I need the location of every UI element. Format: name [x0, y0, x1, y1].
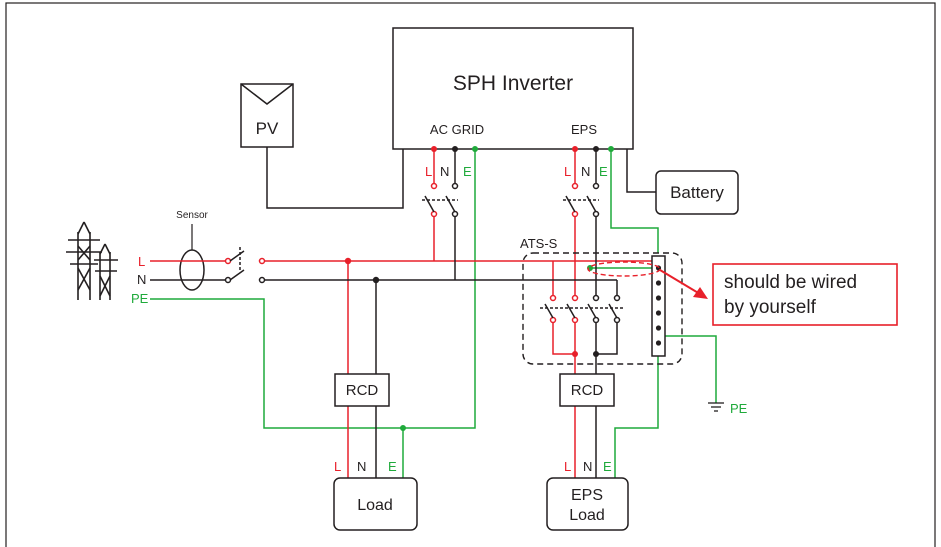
sensor-label: Sensor	[176, 210, 208, 221]
load-left-l-label: L	[334, 459, 341, 474]
pv-panel: PV	[240, 83, 294, 148]
load-right-box	[546, 477, 629, 531]
load-right-l-label: L	[564, 459, 571, 474]
ac-l-label: L	[425, 164, 432, 179]
live-junction	[344, 257, 352, 265]
rcd-left-label: RCD	[346, 382, 379, 399]
load-left-box	[333, 477, 418, 531]
sensor-icon	[179, 249, 205, 291]
note-arrow-head	[693, 287, 708, 299]
load-right-e-label: E	[603, 459, 612, 474]
ac-n-label: N	[440, 164, 449, 179]
eps-n-label: N	[581, 164, 590, 179]
load-right-line-2: Load	[569, 507, 605, 524]
ats-live-junction	[572, 351, 578, 357]
earth-wiring	[150, 149, 717, 478]
note-line-2: by yourself	[724, 297, 817, 318]
wiring-highlight-ellipse	[587, 261, 661, 277]
note-line-1: should be wired	[724, 272, 857, 293]
note-arrow	[659, 269, 701, 295]
rcd-right-box	[559, 373, 615, 407]
eps-l-terminal-dot	[572, 146, 578, 152]
inverter-title: SPH Inverter	[453, 72, 573, 95]
battery-label: Battery	[670, 183, 724, 202]
ac-grid-label: AC GRID	[430, 122, 484, 137]
eps-label: EPS	[571, 122, 597, 137]
eps-e-label: E	[599, 164, 608, 179]
ats-label: ATS-S	[520, 236, 558, 251]
eps-e-terminal-dot	[608, 146, 614, 152]
battery-cable	[626, 149, 656, 193]
ac-e-terminal-dot	[472, 146, 478, 152]
ground-pe-label: PE	[730, 401, 748, 416]
note-box	[712, 263, 898, 326]
ac-grid-breaker-icon	[422, 182, 459, 218]
eps-l-label: L	[564, 164, 571, 179]
ats-switch-icon	[540, 294, 624, 324]
ac-n-terminal-dot	[452, 146, 458, 152]
diagram-frame	[5, 2, 936, 547]
inverter-box	[392, 27, 634, 150]
load-left-label: Load	[357, 497, 393, 514]
earth-junction	[400, 425, 406, 431]
rcd-right-label: RCD	[571, 382, 604, 399]
pv-cable	[266, 147, 404, 209]
ats-neutral-junction	[593, 351, 599, 357]
terminal-block-icon	[651, 255, 666, 357]
load-right-n-label: N	[583, 459, 592, 474]
neutral-junction	[372, 276, 380, 284]
grid-breaker-icon	[224, 247, 266, 284]
ac-e-label: E	[463, 164, 472, 179]
load-left-n-label: N	[357, 459, 366, 474]
load-right-line-1: EPS	[571, 487, 603, 504]
eps-breaker-icon	[563, 182, 600, 218]
ac-l-terminal-dot	[431, 146, 437, 152]
grid-n-label: N	[137, 272, 146, 287]
neutral-wiring	[150, 149, 618, 478]
pv-label: PV	[256, 119, 279, 138]
transmission-tower-icon	[66, 221, 118, 300]
live-wiring	[150, 149, 659, 478]
ground-icon	[708, 402, 724, 412]
ats-box	[522, 252, 683, 365]
eps-n-terminal-dot	[593, 146, 599, 152]
rcd-left-box	[334, 373, 390, 407]
grid-pe-label: PE	[131, 291, 149, 306]
load-left-e-label: E	[388, 459, 397, 474]
grid-l-label: L	[138, 254, 145, 269]
